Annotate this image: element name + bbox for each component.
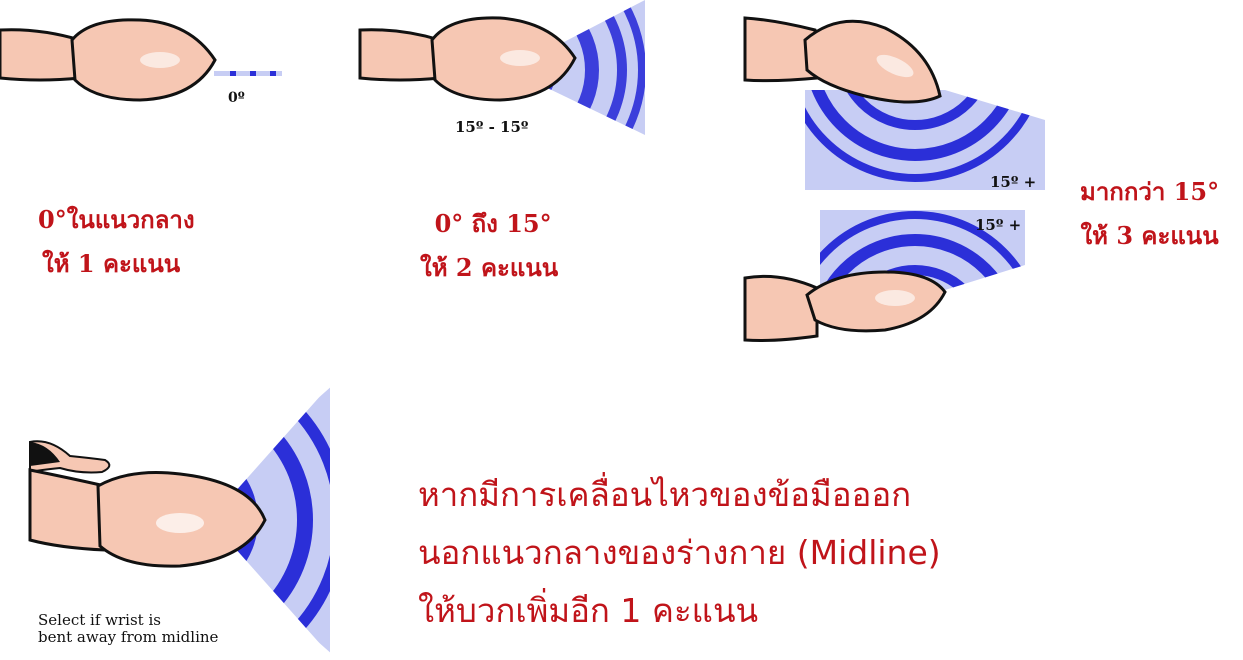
wrist-bent-note-line-2: bent away from midline — [38, 629, 218, 646]
caption-panel-4-line-2: นอกแนวกลางของร่างกาย (Midline) — [418, 524, 941, 582]
caption-panel-1-line-2: ให้ 1 คะแนน — [38, 242, 195, 286]
caption-panel-3: มากกว่า 15° ให้ 3 คะแนน — [1080, 170, 1219, 258]
angle-label-over-15-bottom: 15º + — [975, 216, 1021, 234]
angle-label-0: 0º — [228, 90, 245, 106]
caption-panel-2: 0° ถึง 15° ให้ 2 คะแนน — [420, 202, 558, 290]
caption-panel-4-line-1: หากมีการเคลื่อนไหวของข้อมือออก — [418, 466, 941, 524]
wrist-bent-note: Select if wrist is bent away from midlin… — [38, 612, 218, 646]
finger-highlight — [140, 52, 180, 68]
caption-panel-3-line-2: ให้ 3 คะแนน — [1080, 214, 1219, 258]
caption-panel-4-line-3: ให้บวกเพิ่มอีก 1 คะแนน — [418, 582, 941, 640]
forearm-shape — [0, 30, 80, 80]
angle-label-over-15-top: 15º + — [990, 173, 1036, 191]
caption-panel-3-line-1: มากกว่า 15° — [1080, 170, 1219, 214]
caption-panel-4: หากมีการเคลื่อนไหวของข้อมือออก นอกแนวกลา… — [418, 466, 941, 640]
angle-label-0-15: 15º - 15º — [455, 118, 528, 136]
caption-panel-2-line-1: 0° ถึง 15° — [420, 202, 558, 246]
fan-over-15-bottom — [790, 210, 1040, 465]
wrist-bent-note-line-1: Select if wrist is — [38, 612, 218, 629]
caption-panel-1: 0°ในแนวกลาง ให้ 1 คะแนน — [38, 198, 195, 286]
caption-panel-2-line-2: ให้ 2 คะแนน — [420, 246, 558, 290]
caption-panel-1-line-1: 0°ในแนวกลาง — [38, 198, 195, 242]
hand-over-15-deg-figure-top — [745, 0, 1045, 190]
hand-neutral-0-deg-figure — [0, 0, 300, 120]
